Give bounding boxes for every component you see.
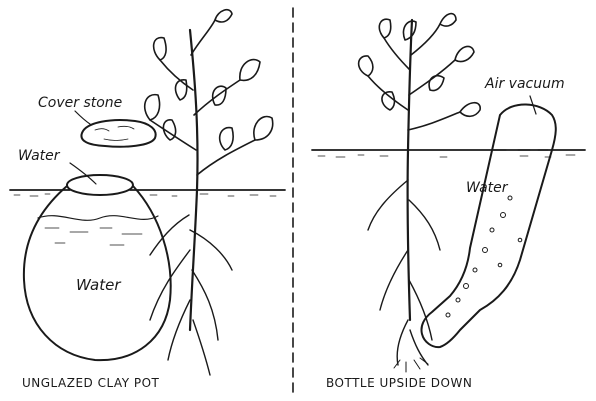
inverted-bottle [421, 96, 555, 347]
caption-bottle-upside-down: BOTTLE UPSIDE DOWN [326, 376, 472, 390]
right-plant [359, 14, 481, 372]
pot-water-pointer [70, 163, 96, 184]
label-cover-stone: Cover stone [38, 95, 122, 111]
label-water-top: Water [18, 148, 61, 164]
clay-pot [24, 163, 171, 360]
bottle-air-bubbles [446, 196, 522, 317]
caption-unglazed-clay-pot: UNGLAZED CLAY POT [22, 376, 160, 390]
right-panel: Air vacuum Water BOTTLE UPSIDE DOWN [312, 14, 585, 390]
label-water-bottle: Water [466, 180, 509, 196]
left-ground-hatch [14, 194, 276, 196]
label-water-pot: Water [76, 276, 121, 294]
right-ground-hatch [318, 155, 575, 157]
label-air-vacuum: Air vacuum [484, 76, 565, 92]
cover-stone [81, 120, 155, 147]
cover-stone-texture [95, 126, 134, 140]
cover-stone-pointer [75, 111, 90, 124]
left-panel: Cover stone Water Water UNGLAZED CLAY PO… [10, 10, 285, 390]
pot-water-level [38, 216, 158, 221]
